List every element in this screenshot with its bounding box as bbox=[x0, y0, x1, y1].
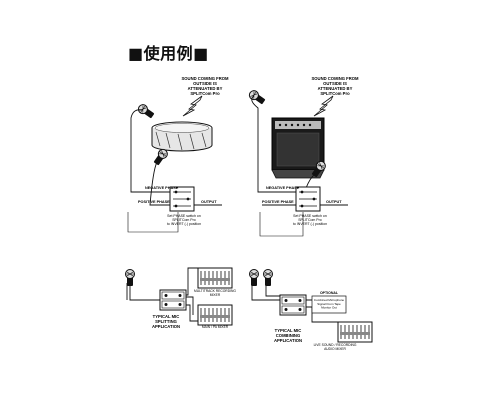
combine-mic-1-icon bbox=[249, 269, 259, 287]
snare-drum-icon bbox=[151, 121, 213, 152]
amp-lightning-icon bbox=[313, 95, 334, 117]
split-recording-mixer-icon bbox=[197, 267, 233, 289]
drum-lightning-icon bbox=[182, 95, 203, 117]
split-box-device bbox=[159, 289, 187, 311]
guitar-amp-icon bbox=[271, 117, 325, 179]
split-pa-mixer-icon bbox=[197, 304, 233, 326]
drum-negative-phase-label: NEGATIVE PHASE bbox=[145, 186, 179, 190]
amp-positive-phase-label: POSITIVE PHASE bbox=[262, 200, 294, 204]
optional-tape-box bbox=[311, 295, 347, 314]
drum-output-cable bbox=[193, 204, 222, 206]
combine-cables bbox=[306, 299, 338, 323]
split-cables bbox=[186, 267, 198, 322]
drum-positive-phase-label: POSITIVE PHASE bbox=[138, 200, 170, 204]
page-heading: ■使用例■ bbox=[128, 44, 209, 63]
combine-mic-2-icon bbox=[263, 269, 273, 287]
amp-top-mic-icon bbox=[247, 88, 267, 107]
amp-negative-phase-label: NEGATIVE PHASE bbox=[266, 186, 300, 190]
amp-output-label: OUTPUT bbox=[326, 200, 342, 204]
drum-output-label: OUTPUT bbox=[201, 200, 217, 204]
split-pa-mixer-label: MAIN / PA MIXER bbox=[202, 325, 229, 329]
combine-box-device bbox=[279, 294, 307, 316]
drum-top-mic-icon bbox=[136, 102, 156, 121]
combine-audio-mixer-icon bbox=[337, 321, 373, 343]
drum-cables bbox=[130, 109, 170, 206]
optional-label: OPTIONAL bbox=[320, 291, 339, 295]
